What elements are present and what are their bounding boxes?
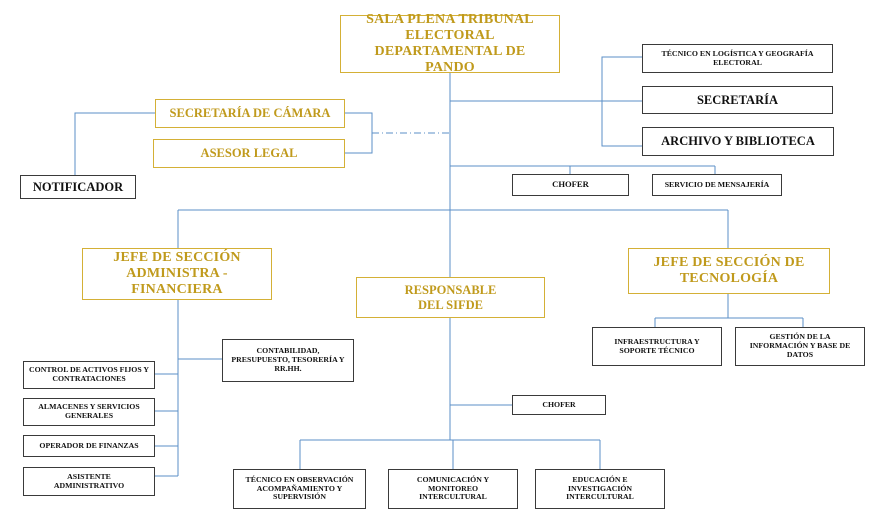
chofer-sifde-node: CHOFER — [512, 395, 606, 415]
gestion-informacion-node: GESTIÓN DE LA INFORMACIÓN Y BASE DE DATO… — [735, 327, 865, 366]
comunicacion-node: COMUNICACIÓN Y MONITOREO INTERCULTURAL — [388, 469, 518, 509]
contabilidad-node: CONTABILIDAD, PRESUPUESTO, TESORERÍA Y R… — [222, 339, 354, 382]
secretaria-node: SECRETARÍA — [642, 86, 833, 114]
infraestructura-node: INFRAESTRUCTURA Y SOPORTE TÉCNICO — [592, 327, 722, 366]
jefe-tecnologia-node: JEFE DE SECCIÓN DE TECNOLOGÍA — [628, 248, 830, 294]
connectors — [74, 56, 804, 477]
chofer-top-node: CHOFER — [512, 174, 629, 196]
control-activos-node: CONTROL DE ACTIVOS FIJOS Y CONTRATACIONE… — [23, 361, 155, 389]
connector-right-bracket — [601, 56, 642, 147]
operador-finanzas-node: OPERADOR DE FINANZAS — [23, 435, 155, 457]
asistente-admin-node: ASISTENTE ADMINISTRATIVO — [23, 467, 155, 496]
secretaria-camara-node: SECRETARÍA DE CÁMARA — [155, 99, 345, 128]
connector-notificador — [74, 112, 155, 175]
mensajeria-node: SERVICIO DE MENSAJERÍA — [652, 174, 782, 196]
jefe-admin-financiera-node: JEFE DE SECCIÓN ADMINISTRA - FINANCIERA — [82, 248, 272, 300]
tecnico-logistica-node: TÉCNICO EN LOGÍSTICA Y GEOGRAFÍA ELECTOR… — [642, 44, 833, 73]
educacion-node: EDUCACIÓN E INVESTIGACIÓN INTERCULTURAL — [535, 469, 665, 509]
tecnico-observacion-node: TÉCNICO EN OBSERVACIÓN ACOMPAÑAMIENTO Y … — [233, 469, 366, 509]
connector-left-bracket — [345, 112, 373, 154]
almacenes-node: ALMACENES Y SERVICIOS GENERALES — [23, 398, 155, 426]
sala-plena-node: SALA PLENA TRIBUNAL ELECTORAL DEPARTAMEN… — [340, 12, 560, 75]
notificador-node: NOTIFICADOR — [20, 175, 136, 199]
responsable-sifde-node: RESPONSABLE DEL SIFDE — [356, 277, 545, 318]
archivo-biblioteca-node: ARCHIVO Y BIBLIOTECA — [642, 127, 834, 156]
asesor-legal-node: ASESOR LEGAL — [153, 139, 345, 168]
